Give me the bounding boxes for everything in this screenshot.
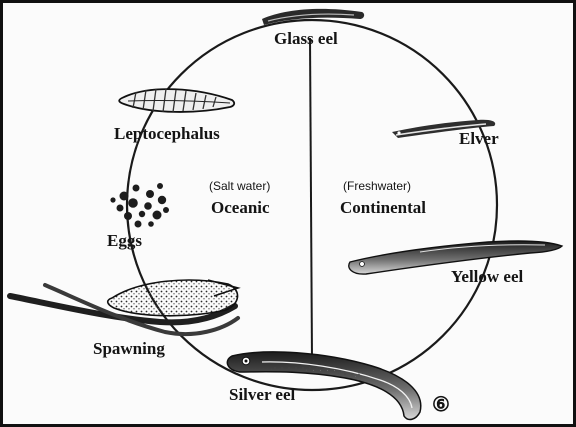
label-elver: Elver xyxy=(459,130,499,147)
label-oceanic: Oceanic xyxy=(211,199,270,216)
salt-fresh-divider xyxy=(310,38,312,360)
label-yellow-eel: Yellow eel xyxy=(451,268,523,285)
label-silver-eel: Silver eel xyxy=(229,386,295,403)
leptocephalus-illustration xyxy=(119,89,234,112)
circled-number-symbol: ⑥ xyxy=(432,395,450,415)
label-eggs: Eggs xyxy=(107,232,142,249)
label-continental-note: (Freshwater) xyxy=(343,180,411,192)
label-leptocephalus: Leptocephalus xyxy=(114,125,220,142)
label-glass-eel: Glass eel xyxy=(274,30,338,47)
spawning-eels-illustration xyxy=(10,280,238,334)
label-continental: Continental xyxy=(340,199,426,216)
label-oceanic-note: (Salt water) xyxy=(209,180,270,192)
label-spawning: Spawning xyxy=(93,340,165,357)
eggs-illustration xyxy=(110,183,169,228)
